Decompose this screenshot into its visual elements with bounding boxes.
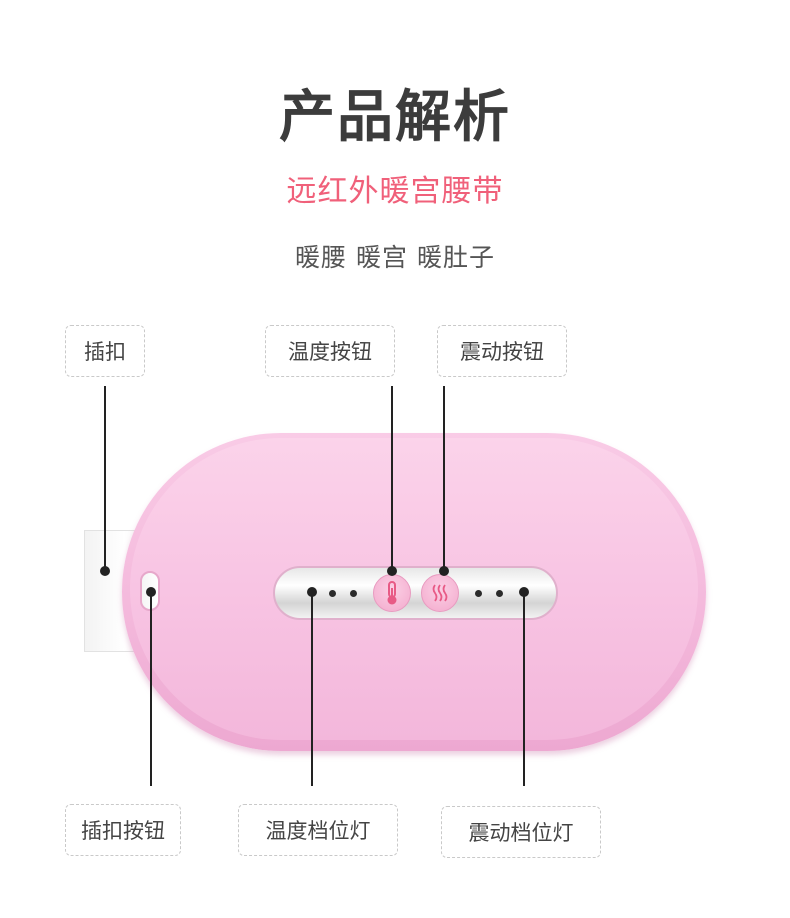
anchor-dot-buckle-button [146, 587, 156, 597]
product-subtitle: 远红外暖宫腰带 [286, 174, 504, 209]
temp-level-led [329, 590, 336, 597]
callout-temperature-button: 温度按钮 [265, 325, 395, 377]
anchor-dot-temperature-button [387, 566, 397, 576]
vibration-level-led [475, 590, 482, 597]
leader-line-vibration-level-light [523, 592, 525, 786]
leader-line-vibration-button [443, 386, 445, 571]
page-title: 产品解析 [279, 85, 511, 150]
leader-line-temperature-level-light [311, 592, 313, 786]
anchor-dot-vibration-button [439, 566, 449, 576]
temperature-button[interactable] [373, 574, 411, 612]
callout-buckle-button: 插扣按钮 [65, 804, 181, 856]
heat-wave-icon [432, 584, 448, 602]
vibration-level-led [496, 590, 503, 597]
callout-buckle: 插扣 [65, 325, 145, 377]
leader-line-buckle-button [150, 592, 152, 786]
callout-vibration-level-light: 震动档位灯 [441, 806, 601, 858]
callout-temperature-level-light: 温度档位灯 [238, 804, 398, 856]
anchor-dot-vibration-level-light [519, 587, 529, 597]
callout-vibration-button: 震动按钮 [437, 325, 567, 377]
vibration-button[interactable] [421, 574, 459, 612]
thermometer-icon [387, 581, 397, 605]
temp-level-led [350, 590, 357, 597]
product-tagline: 暖腰 暖宫 暖肚子 [295, 243, 495, 272]
leader-line-temperature-button [391, 386, 393, 571]
control-panel [273, 566, 558, 620]
anchor-dot-buckle [100, 566, 110, 576]
leader-line-buckle [104, 386, 106, 571]
anchor-dot-temperature-level-light [307, 587, 317, 597]
